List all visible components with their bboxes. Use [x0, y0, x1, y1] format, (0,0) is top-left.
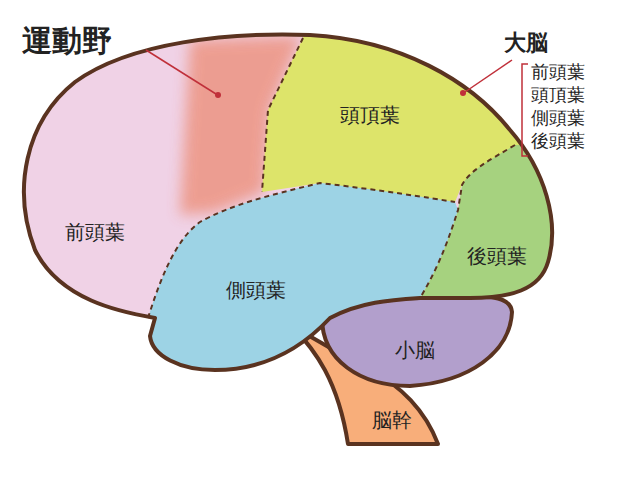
region-label-box: 前頭葉	[60, 217, 130, 247]
region-name: 脳幹	[372, 408, 412, 432]
region-label-box: 頭頂葉	[335, 100, 405, 130]
region-name: 小脳	[395, 338, 435, 362]
list-item: 側頭葉	[531, 108, 585, 129]
region-name: 頭頂葉	[340, 103, 400, 127]
leader-line	[465, 60, 512, 92]
callout-title: 大脳	[504, 30, 548, 55]
region-name: 前頭葉	[65, 220, 125, 244]
list-item: 前頭葉	[531, 62, 585, 83]
region-name: 後頭葉	[467, 244, 527, 268]
region-label-box: 側頭葉	[221, 275, 291, 305]
callout-title: 運動野	[22, 24, 112, 59]
region-borders	[148, 38, 515, 318]
occipital-fill	[420, 145, 640, 300]
temporal-fill	[100, 183, 458, 400]
leader-dot	[460, 90, 466, 96]
cerebrum-outline	[24, 35, 552, 370]
central-border	[262, 38, 303, 192]
leader-line	[146, 50, 216, 94]
region-label-box: 後頭葉	[462, 241, 532, 271]
occipital-border	[420, 145, 515, 298]
bracket	[522, 64, 528, 156]
region-label-box: 脳幹	[367, 405, 417, 435]
region-label-box: 小脳	[390, 335, 440, 365]
list-item: 後頭葉	[531, 131, 585, 152]
leader-dot	[215, 92, 221, 98]
list-item: 頭頂葉	[531, 85, 585, 106]
parietal-fill	[262, 0, 640, 202]
region-name: 側頭葉	[226, 278, 286, 302]
